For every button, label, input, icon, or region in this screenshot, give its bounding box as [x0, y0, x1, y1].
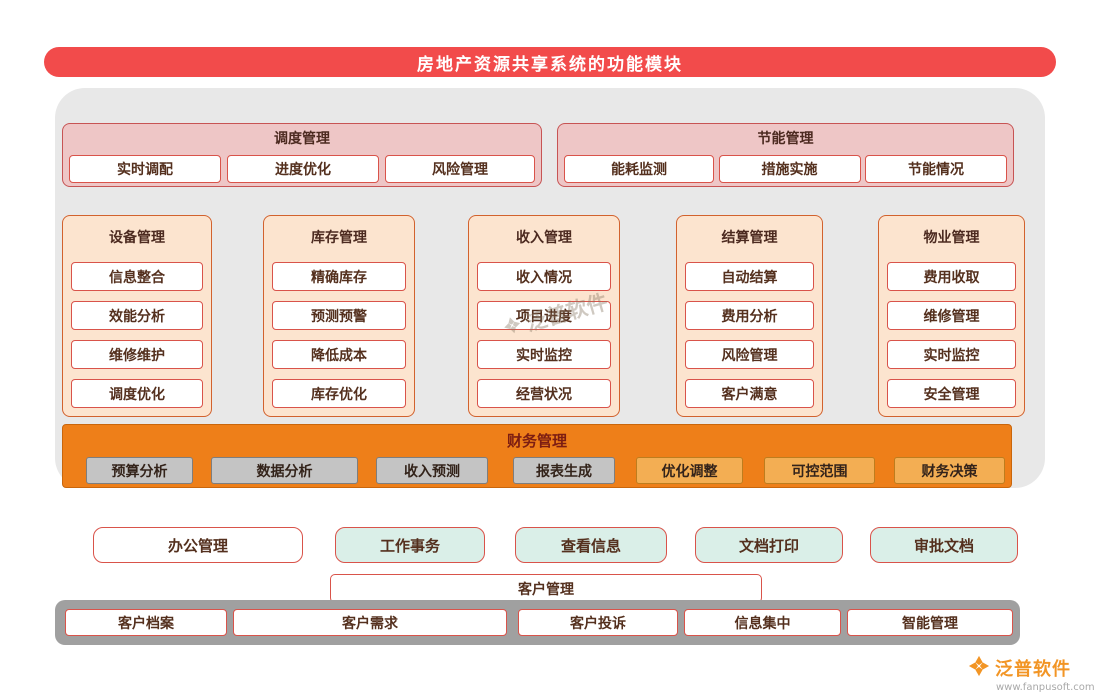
panel-items: 自动结算 费用分析 风险管理 客户满意 [677, 262, 822, 408]
button-doc-print: 文档打印 [695, 527, 843, 563]
module-item: 项目进度 [477, 301, 611, 330]
brand-name: 泛普软件 [995, 659, 1071, 680]
panel-property-management: 物业管理 费用收取 维修管理 实时监控 安全管理 [878, 215, 1025, 417]
panel-items: 能耗监测 措施实施 节能情况 [558, 155, 1013, 183]
button-office-management: 办公管理 [93, 527, 303, 563]
fanpu-logo-icon [968, 655, 990, 681]
module-item: 预测预警 [272, 301, 406, 330]
module-item: 客户投诉 [518, 609, 678, 636]
module-item: 自动结算 [685, 262, 814, 291]
module-item: 调度优化 [71, 379, 203, 408]
module-item: 费用收取 [887, 262, 1016, 291]
module-item: 信息集中 [684, 609, 841, 636]
module-item: 措施实施 [718, 155, 861, 183]
module-item: 库存优化 [272, 379, 406, 408]
module-item: 客户档案 [65, 609, 227, 636]
page-title: 房地产资源共享系统的功能模块 [44, 47, 1056, 77]
module-item: 预算分析 [86, 457, 193, 484]
panel-title: 调度管理 [274, 131, 330, 147]
customer-items-strip: 客户档案 客户需求 客户投诉 信息集中 智能管理 [55, 600, 1020, 645]
module-item: 降低成本 [272, 340, 406, 369]
panel-items: 信息整合 效能分析 维修维护 调度优化 [63, 262, 211, 408]
module-item: 经营状况 [477, 379, 611, 408]
module-item: 能耗监测 [564, 155, 714, 183]
button-doc-approve: 审批文档 [870, 527, 1018, 563]
module-item: 可控范围 [764, 457, 875, 484]
module-item: 信息整合 [71, 262, 203, 291]
module-item: 维修管理 [887, 301, 1016, 330]
module-item: 实时监控 [477, 340, 611, 369]
panel-equipment-management: 设备管理 信息整合 效能分析 维修维护 调度优化 [62, 215, 212, 417]
module-item: 智能管理 [847, 609, 1013, 636]
panel-customer-management: 客户管理 [330, 574, 762, 603]
module-item: 实时调配 [69, 155, 221, 183]
module-item: 报表生成 [513, 457, 615, 484]
button-work-affairs: 工作事务 [335, 527, 485, 563]
module-item: 收入情况 [477, 262, 611, 291]
module-item: 优化调整 [636, 457, 743, 484]
panel-items: 实时调配 进度优化 风险管理 [63, 155, 541, 183]
panel-title: 节能管理 [757, 131, 814, 147]
module-item: 风险管理 [685, 340, 814, 369]
panel-title: 结算管理 [721, 230, 778, 246]
module-item: 收入预测 [376, 457, 488, 484]
module-item: 节能情况 [865, 155, 1007, 183]
panel-finance-management: 财务管理 预算分析 数据分析 收入预测 报表生成 优化调整 可控范围 财务决策 [62, 424, 1012, 488]
module-item: 安全管理 [887, 379, 1016, 408]
panel-settlement-management: 结算管理 自动结算 费用分析 风险管理 客户满意 [676, 215, 823, 417]
module-item: 维修维护 [71, 340, 203, 369]
module-item: 费用分析 [685, 301, 814, 330]
module-item: 风险管理 [385, 155, 535, 183]
panel-income-management: 收入管理 收入情况 项目进度 实时监控 经营状况 [468, 215, 620, 417]
module-item: 数据分析 [211, 457, 358, 484]
module-item: 实时监控 [887, 340, 1016, 369]
panel-items: 精确库存 预测预警 降低成本 库存优化 [264, 262, 414, 408]
module-item: 客户需求 [233, 609, 507, 636]
module-item: 进度优化 [227, 155, 379, 183]
panel-dispatch-management: 调度管理 实时调配 进度优化 风险管理 [62, 123, 542, 187]
panel-title: 财务管理 [506, 432, 567, 450]
panel-title: 收入管理 [516, 230, 572, 246]
module-item: 财务决策 [894, 457, 1005, 484]
module-item: 效能分析 [71, 301, 203, 330]
panel-energy-management: 节能管理 能耗监测 措施实施 节能情况 [557, 123, 1014, 187]
panel-title: 库存管理 [311, 230, 367, 246]
panel-items: 费用收取 维修管理 实时监控 安全管理 [879, 262, 1024, 408]
panel-title: 设备管理 [109, 230, 165, 246]
button-view-info: 查看信息 [515, 527, 667, 563]
module-item: 客户满意 [685, 379, 814, 408]
panel-items: 收入情况 项目进度 实时监控 经营状况 [469, 262, 619, 408]
brand-url: www.fanpusoft.com [996, 682, 1095, 693]
brand-logo: 泛普软件 www.fanpusoft.com [968, 655, 1095, 693]
panel-title: 物业管理 [923, 230, 980, 246]
module-item: 精确库存 [272, 262, 406, 291]
panel-inventory-management: 库存管理 精确库存 预测预警 降低成本 库存优化 [263, 215, 415, 417]
